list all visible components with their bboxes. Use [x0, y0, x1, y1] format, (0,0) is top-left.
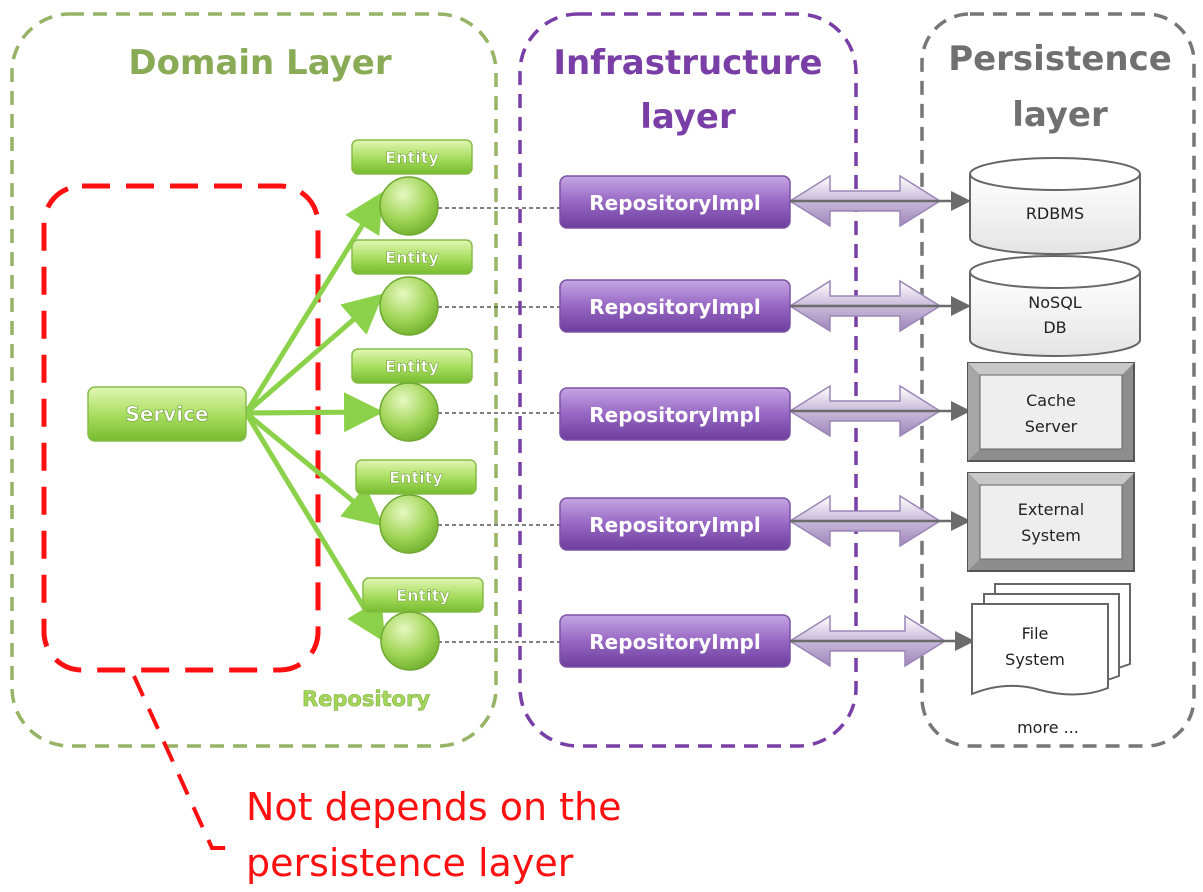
- infrastructure-layer-frame: [518, 12, 858, 748]
- repository-label: Repository: [302, 687, 430, 711]
- infrastructure-layer-title-line2: layer: [640, 97, 736, 137]
- external-label-line1: External: [1018, 500, 1084, 519]
- file-system-store: File System: [971, 583, 1131, 696]
- cache-label-line2: Server: [1025, 417, 1078, 436]
- persistence-layer-frame: [920, 12, 1196, 748]
- entity-node: Entity: [355, 459, 477, 554]
- external-system-store: External System: [967, 472, 1135, 572]
- file-label-line2: System: [1005, 650, 1065, 669]
- persistence-layer-title-line1: Persistence: [948, 39, 1172, 79]
- external-label-line2: System: [1021, 526, 1081, 545]
- entity-node: Entity: [351, 348, 473, 442]
- domain-layer-frame: [10, 12, 498, 748]
- entity-node: Entity: [351, 239, 473, 336]
- entity-ball: [379, 276, 439, 336]
- entity-node: Entity: [362, 577, 484, 671]
- entity-label: Entity: [385, 148, 439, 167]
- repository-impl-label: RepositoryImpl: [589, 295, 760, 319]
- repository-impl-node: RepositoryImpl: [559, 279, 791, 333]
- repository-impl-node: RepositoryImpl: [559, 614, 791, 668]
- repository-impl-node: RepositoryImpl: [559, 387, 791, 441]
- double-arrow: [788, 614, 975, 668]
- persistence-layer-title-line2: layer: [1012, 95, 1108, 135]
- entity-label: Entity: [385, 357, 439, 376]
- entity-ball: [379, 176, 439, 236]
- nosql-label-line2: DB: [1043, 318, 1066, 337]
- double-arrow: [788, 384, 971, 438]
- note-leader-line: [132, 675, 238, 850]
- entity-label: Entity: [385, 248, 439, 267]
- double-arrow: [788, 494, 971, 548]
- double-arrow: [788, 174, 971, 228]
- nosql-label-line1: NoSQL: [1028, 293, 1082, 312]
- cache-server-store: Cache Server: [967, 362, 1135, 462]
- more-label: more ...: [1017, 718, 1079, 737]
- entity-node: Entity: [351, 139, 473, 236]
- service-node: Service: [87, 386, 247, 442]
- repository-impl-label: RepositoryImpl: [589, 513, 760, 537]
- service-entity-arrows: [243, 191, 386, 643]
- rdbms-label: RDBMS: [1026, 204, 1084, 223]
- independence-boundary: [41, 183, 321, 673]
- entity-ball: [379, 494, 439, 554]
- cache-label-line1: Cache: [1026, 391, 1076, 410]
- entity-label: Entity: [389, 468, 443, 487]
- nosql-store: NoSQL DB: [969, 255, 1141, 357]
- entity-ball: [380, 611, 440, 671]
- double-arrow: [788, 279, 971, 333]
- file-label-line1: File: [1022, 624, 1049, 643]
- impl-store-arrows: [788, 174, 975, 668]
- infrastructure-layer-title-line1: Infrastructure: [553, 43, 822, 83]
- domain-layer-title: Domain Layer: [128, 43, 391, 83]
- entity-ball: [379, 382, 439, 442]
- note-line1: Not depends on the: [246, 785, 622, 829]
- entity-label: Entity: [396, 586, 450, 605]
- repository-impl-label: RepositoryImpl: [589, 191, 760, 215]
- note-line2: persistence layer: [246, 841, 574, 885]
- repository-impl-label: RepositoryImpl: [589, 403, 760, 427]
- rdbms-store: RDBMS: [969, 157, 1141, 255]
- repository-impl-label: RepositoryImpl: [589, 630, 760, 654]
- repository-impl-node: RepositoryImpl: [559, 497, 791, 551]
- service-label: Service: [125, 402, 208, 426]
- repository-impl-node: RepositoryImpl: [559, 175, 791, 229]
- entity-impl-links: [438, 207, 560, 643]
